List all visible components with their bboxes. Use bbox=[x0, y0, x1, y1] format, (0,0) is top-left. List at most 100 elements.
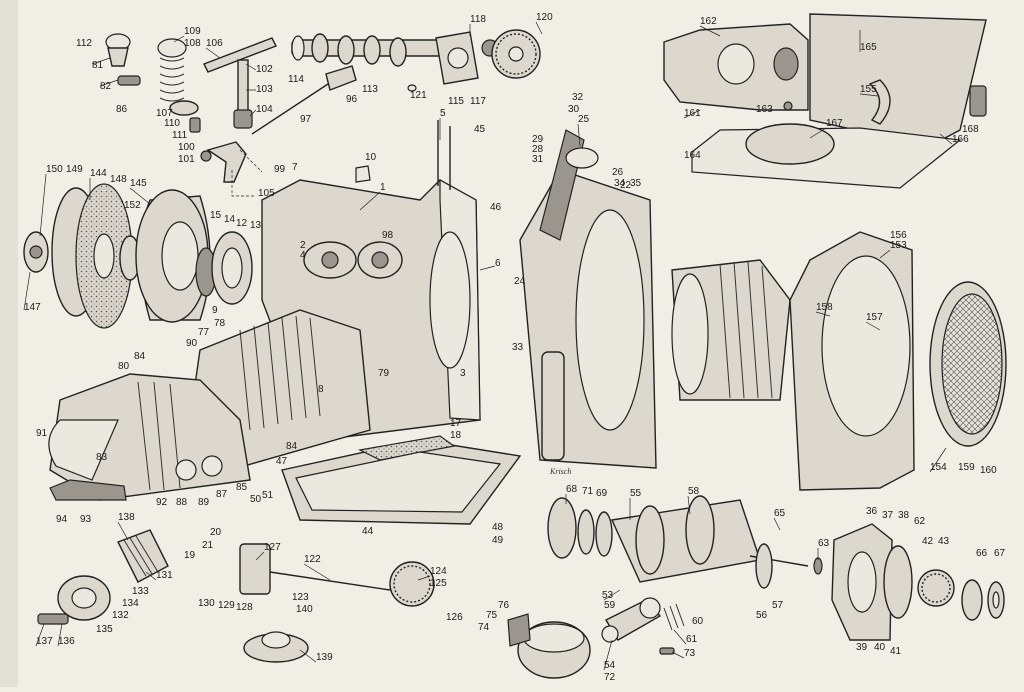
part-label-9: 9 bbox=[212, 305, 218, 316]
part-label-160: 160 bbox=[980, 465, 997, 476]
oil-pump-group bbox=[37, 529, 435, 663]
part-label-137: 137 bbox=[36, 636, 53, 647]
part-label-30: 30 bbox=[568, 104, 580, 115]
part-label-153: 153 bbox=[890, 240, 907, 251]
part-label-43: 43 bbox=[938, 536, 950, 547]
part-label-73: 73 bbox=[684, 648, 696, 659]
part-label-79: 79 bbox=[378, 368, 390, 379]
part-label-50: 50 bbox=[250, 494, 262, 505]
part-label-84: 84 bbox=[134, 351, 146, 362]
part-label-97: 97 bbox=[300, 114, 312, 125]
part-label-166: 166 bbox=[952, 134, 969, 145]
part-label-48: 48 bbox=[492, 522, 504, 533]
front-cover-group bbox=[831, 523, 1005, 641]
part-label-3: 3 bbox=[460, 368, 466, 379]
part-label-4: 4 bbox=[300, 250, 306, 261]
part-label-92: 92 bbox=[156, 497, 168, 508]
part-label-98: 98 bbox=[382, 230, 394, 241]
part-label-108: 108 bbox=[184, 38, 201, 49]
part-label-149: 149 bbox=[66, 164, 83, 175]
part-label-109: 109 bbox=[184, 26, 201, 37]
part-label-68: 68 bbox=[566, 484, 578, 495]
part-label-35: 35 bbox=[630, 178, 642, 189]
part-label-113: 113 bbox=[362, 84, 378, 95]
cylinder-head-assembly bbox=[48, 309, 371, 501]
part-label-58: 58 bbox=[688, 486, 700, 497]
rocker-arm-group bbox=[200, 37, 357, 197]
part-label-130: 130 bbox=[198, 598, 215, 609]
leader-lines bbox=[23, 21, 953, 671]
part-label-148: 148 bbox=[110, 174, 127, 185]
part-label-120: 120 bbox=[536, 12, 553, 23]
part-label-17: 17 bbox=[450, 418, 462, 429]
part-label-57: 57 bbox=[772, 600, 784, 611]
part-label-136: 136 bbox=[58, 636, 75, 647]
part-label-154: 154 bbox=[930, 462, 947, 473]
part-label-67: 67 bbox=[994, 548, 1006, 559]
part-label-34: 34 bbox=[614, 178, 626, 189]
part-label-76: 76 bbox=[498, 600, 510, 611]
part-label-32: 32 bbox=[572, 92, 584, 103]
part-label-91: 91 bbox=[36, 428, 48, 439]
part-label-124: 124 bbox=[430, 566, 447, 577]
part-label-1: 1 bbox=[380, 182, 386, 193]
page-margin-strip bbox=[0, 0, 18, 687]
part-label-89: 89 bbox=[198, 497, 210, 508]
part-label-123: 123 bbox=[292, 592, 309, 603]
part-label-107: 107 bbox=[156, 108, 173, 119]
part-label-55: 55 bbox=[630, 488, 642, 499]
part-label-44: 44 bbox=[362, 526, 374, 537]
valve-spring-group bbox=[105, 33, 201, 133]
part-label-93: 93 bbox=[80, 514, 92, 525]
part-label-165: 165 bbox=[860, 42, 877, 53]
part-label-134: 134 bbox=[122, 598, 139, 609]
part-label-127: 127 bbox=[264, 542, 281, 553]
part-label-71: 71 bbox=[582, 486, 594, 497]
part-label-56: 56 bbox=[756, 610, 768, 621]
part-label-162: 162 bbox=[700, 16, 717, 27]
part-label-156: 156 bbox=[890, 230, 907, 241]
part-label-118: 118 bbox=[470, 14, 486, 25]
part-label-63: 63 bbox=[818, 538, 830, 549]
part-label-96: 96 bbox=[346, 94, 358, 105]
part-label-37: 37 bbox=[882, 510, 894, 521]
part-label-139: 139 bbox=[316, 652, 333, 663]
part-label-104: 104 bbox=[256, 104, 273, 115]
part-label-66: 66 bbox=[976, 548, 988, 559]
part-label-28: 28 bbox=[532, 144, 544, 155]
part-label-86: 86 bbox=[116, 104, 128, 115]
part-label-49: 49 bbox=[492, 535, 504, 546]
part-label-42: 42 bbox=[922, 536, 934, 547]
cooling-shroud-group bbox=[663, 13, 987, 189]
part-label-99: 99 bbox=[274, 164, 286, 175]
part-label-39: 39 bbox=[856, 642, 868, 653]
part-label-26: 26 bbox=[612, 167, 624, 178]
part-label-158: 158 bbox=[816, 302, 833, 313]
part-label-18: 18 bbox=[450, 430, 462, 441]
piston-conrod bbox=[507, 597, 685, 679]
part-label-78: 78 bbox=[214, 318, 226, 329]
part-label-132: 132 bbox=[112, 610, 129, 621]
part-label-144: 144 bbox=[90, 168, 107, 179]
part-label-102: 102 bbox=[256, 64, 273, 75]
part-label-152: 152 bbox=[124, 200, 141, 211]
part-label-51: 51 bbox=[262, 490, 274, 501]
part-label-105: 105 bbox=[258, 188, 275, 199]
part-label-145: 145 bbox=[130, 178, 147, 189]
part-label-111: 111 bbox=[172, 130, 188, 141]
part-label-81: 81 bbox=[92, 60, 104, 71]
part-label-138: 138 bbox=[118, 512, 135, 523]
part-label-29: 29 bbox=[532, 134, 544, 145]
part-label-7: 7 bbox=[292, 162, 298, 173]
part-label-46: 46 bbox=[490, 202, 502, 213]
fan-cover bbox=[789, 231, 1007, 491]
part-label-31: 31 bbox=[532, 154, 544, 165]
part-label-47: 47 bbox=[276, 456, 288, 467]
part-label-101: 101 bbox=[178, 154, 195, 165]
part-label-77: 77 bbox=[198, 327, 210, 338]
part-label-75: 75 bbox=[486, 610, 498, 621]
part-label-117: 117 bbox=[470, 96, 486, 107]
part-label-8: 8 bbox=[318, 384, 324, 395]
